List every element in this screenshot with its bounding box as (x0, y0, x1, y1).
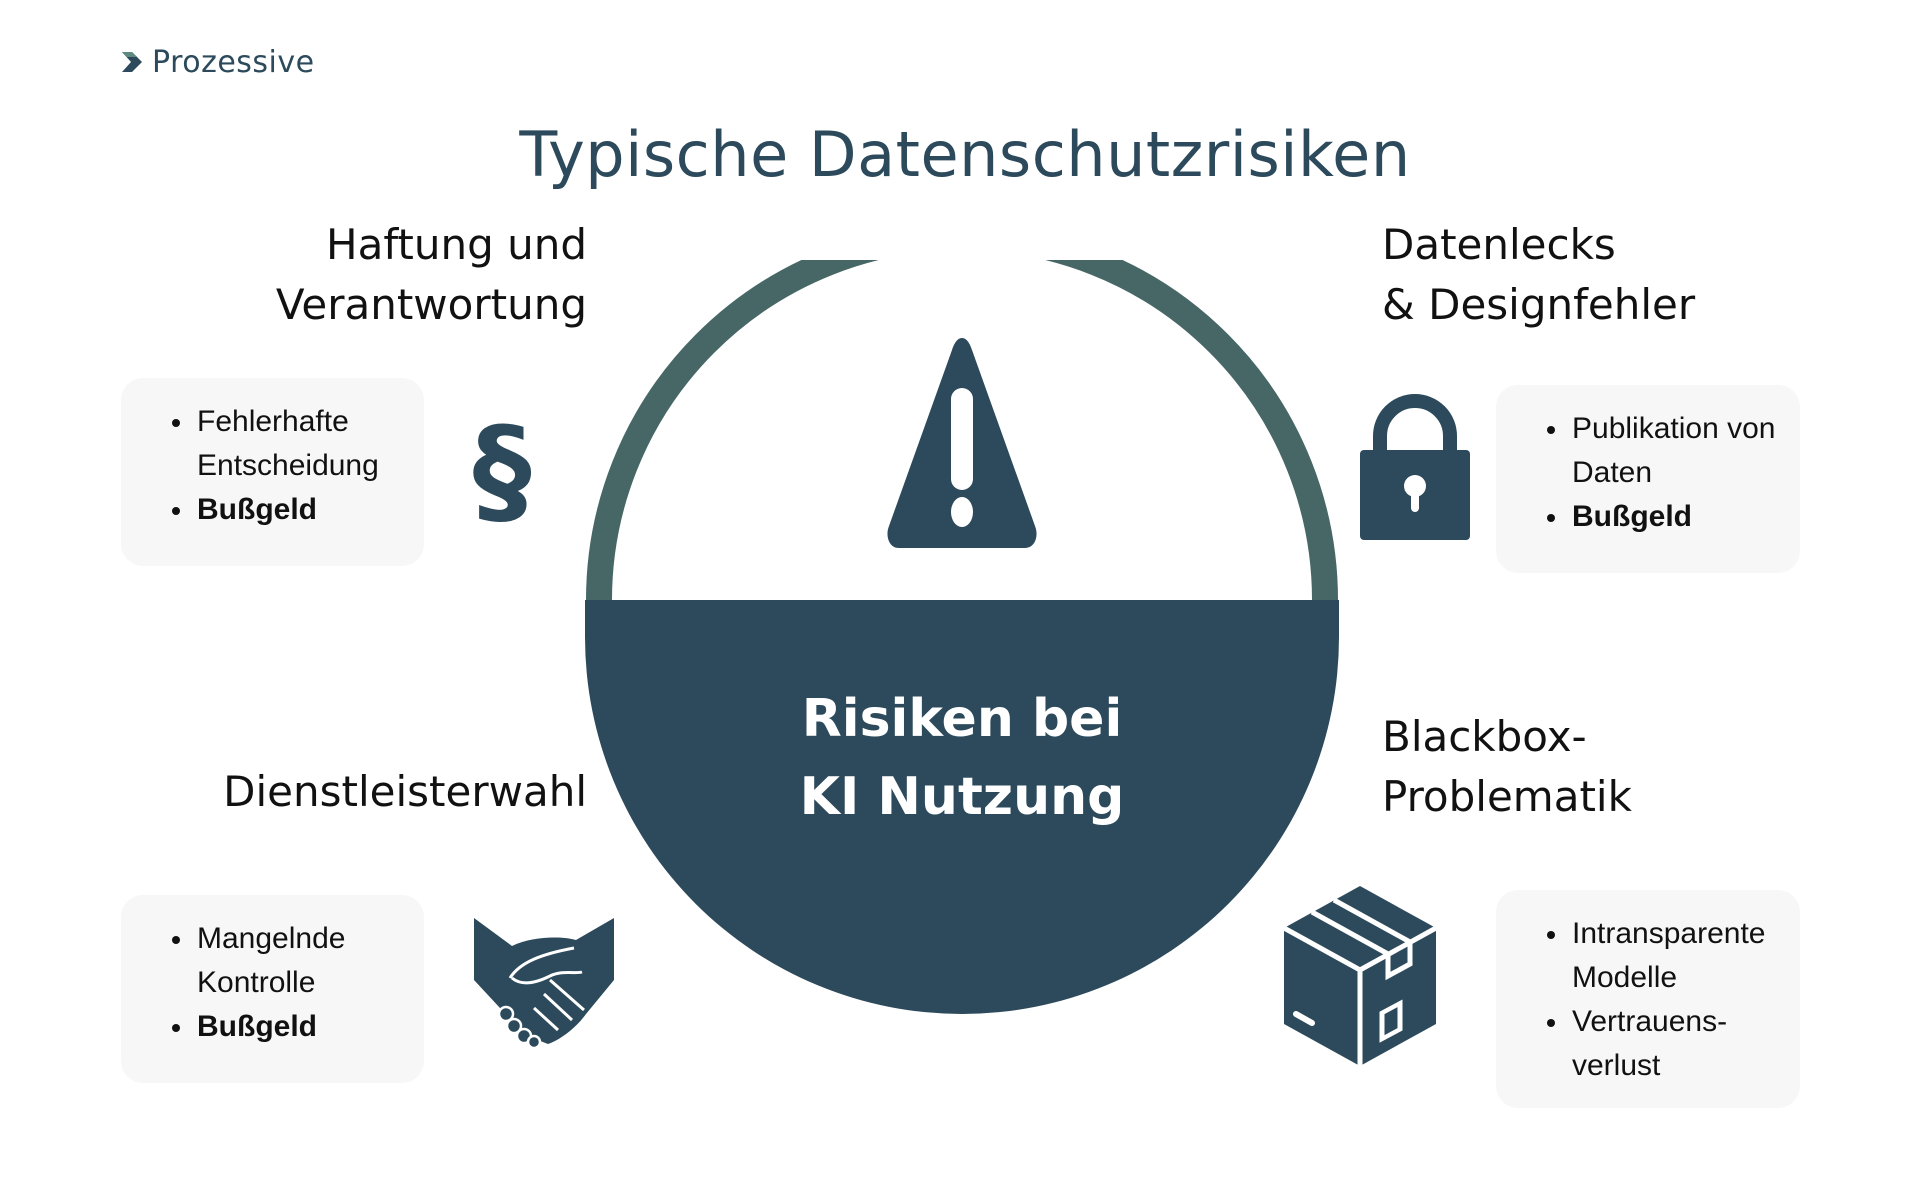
heading-line: Datenlecks (1382, 220, 1616, 269)
handshake-icon (472, 918, 616, 1050)
heading-line: Verantwortung (275, 280, 587, 329)
heading-blackbox: Blackbox- Problematik (1382, 707, 1632, 827)
heading-dienstleisterwahl: Dienstleisterwahl (223, 762, 587, 822)
heading-line: Problematik (1382, 772, 1632, 821)
list-item: Bußgeld (1547, 495, 1780, 539)
list-item: Fehlerhafte Entscheidung (172, 400, 404, 488)
lock-icon (1358, 388, 1472, 542)
list-item: Vertrauens-verlust (1547, 1000, 1780, 1088)
bullet-list: Publikation von Daten Bußgeld (1547, 407, 1780, 539)
chevron-right-icon (122, 52, 142, 72)
warning-triangle-icon (887, 338, 1037, 548)
paragraph-icon: § (472, 401, 532, 539)
card-blackbox: Intransparente Modelle Vertrauens-verlus… (1496, 890, 1800, 1108)
bullet-list: Intransparente Modelle Vertrauens-verlus… (1547, 912, 1780, 1088)
list-item: Publikation von Daten (1547, 407, 1780, 495)
list-item: Mangelnde Kontrolle (172, 917, 404, 1005)
card-datenlecks: Publikation von Daten Bußgeld (1496, 385, 1800, 573)
center-label-line1: Risiken bei (801, 689, 1123, 749)
heading-line: Blackbox- (1382, 712, 1587, 761)
list-item: Intransparente Modelle (1547, 912, 1780, 1000)
bullet-list: Mangelnde Kontrolle Bußgeld (172, 917, 404, 1049)
card-dienstleisterwahl: Mangelnde Kontrolle Bußgeld (121, 895, 424, 1083)
center-label-line2: KI Nutzung (799, 767, 1125, 827)
heading-line: Haftung und (326, 220, 587, 269)
card-haftung: Fehlerhafte Entscheidung Bußgeld (121, 378, 424, 566)
heading-line: & Designfehler (1382, 280, 1696, 329)
package-box-icon (1282, 886, 1438, 1066)
heading-haftung: Haftung und Verantwortung (276, 215, 587, 335)
brand-logo: Prozessive (120, 44, 315, 80)
list-item: Bußgeld (172, 1005, 404, 1049)
heading-datenlecks: Datenlecks & Designfehler (1382, 215, 1695, 335)
page-title: Typische Datenschutzrisiken (519, 118, 1411, 191)
bullet-list: Fehlerhafte Entscheidung Bußgeld (172, 400, 404, 532)
heading-line: Dienstleisterwahl (223, 767, 587, 816)
list-item: Bußgeld (172, 488, 404, 532)
brand-name: Prozessive (152, 44, 315, 80)
center-label: Risiken bei KI Nutzung (585, 680, 1339, 836)
center-risk-circle (585, 224, 1339, 1014)
